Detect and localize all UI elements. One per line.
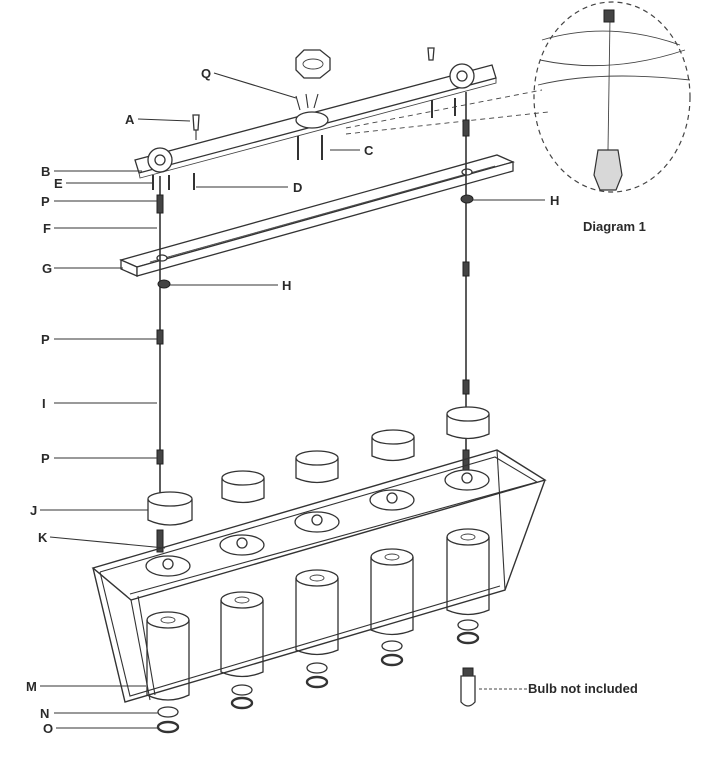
label-i: I bbox=[42, 396, 46, 411]
label-k: K bbox=[38, 530, 48, 545]
mounting-plate bbox=[134, 63, 497, 179]
label-a: A bbox=[125, 112, 135, 127]
crossbar-bracket-q bbox=[295, 49, 331, 111]
glass-shades-top bbox=[147, 406, 490, 526]
label-g: G bbox=[42, 261, 52, 276]
socket-holders bbox=[145, 469, 490, 577]
label-h-right: H bbox=[550, 193, 559, 208]
label-d: D bbox=[293, 180, 302, 195]
label-j: J bbox=[30, 503, 37, 518]
part-labels: A B C D E F G H H I J K M N O P P P Q bbox=[26, 66, 559, 736]
label-p-3: P bbox=[41, 451, 50, 466]
label-e: E bbox=[54, 176, 63, 191]
rings bbox=[156, 619, 480, 734]
detail-view-diagram-1 bbox=[345, 1, 691, 193]
canopy-tray bbox=[119, 154, 515, 277]
label-p-1: P bbox=[41, 194, 50, 209]
suspension-left bbox=[156, 176, 171, 553]
label-o: O bbox=[43, 721, 53, 736]
label-m: M bbox=[26, 679, 37, 694]
label-h-left: H bbox=[282, 278, 291, 293]
glass-cylinders bbox=[146, 528, 490, 701]
label-c: C bbox=[364, 143, 374, 158]
label-f: F bbox=[43, 221, 51, 236]
label-p-2: P bbox=[41, 332, 50, 347]
screws bbox=[152, 47, 456, 190]
label-q: Q bbox=[201, 66, 211, 81]
diagram-1-caption: Diagram 1 bbox=[583, 219, 646, 234]
label-b: B bbox=[41, 164, 50, 179]
bulb-note: Bulb not included bbox=[528, 681, 638, 696]
cage-frame bbox=[91, 449, 547, 703]
bulb-icon bbox=[460, 667, 528, 707]
label-n: N bbox=[40, 706, 49, 721]
leader-lines bbox=[40, 72, 545, 729]
